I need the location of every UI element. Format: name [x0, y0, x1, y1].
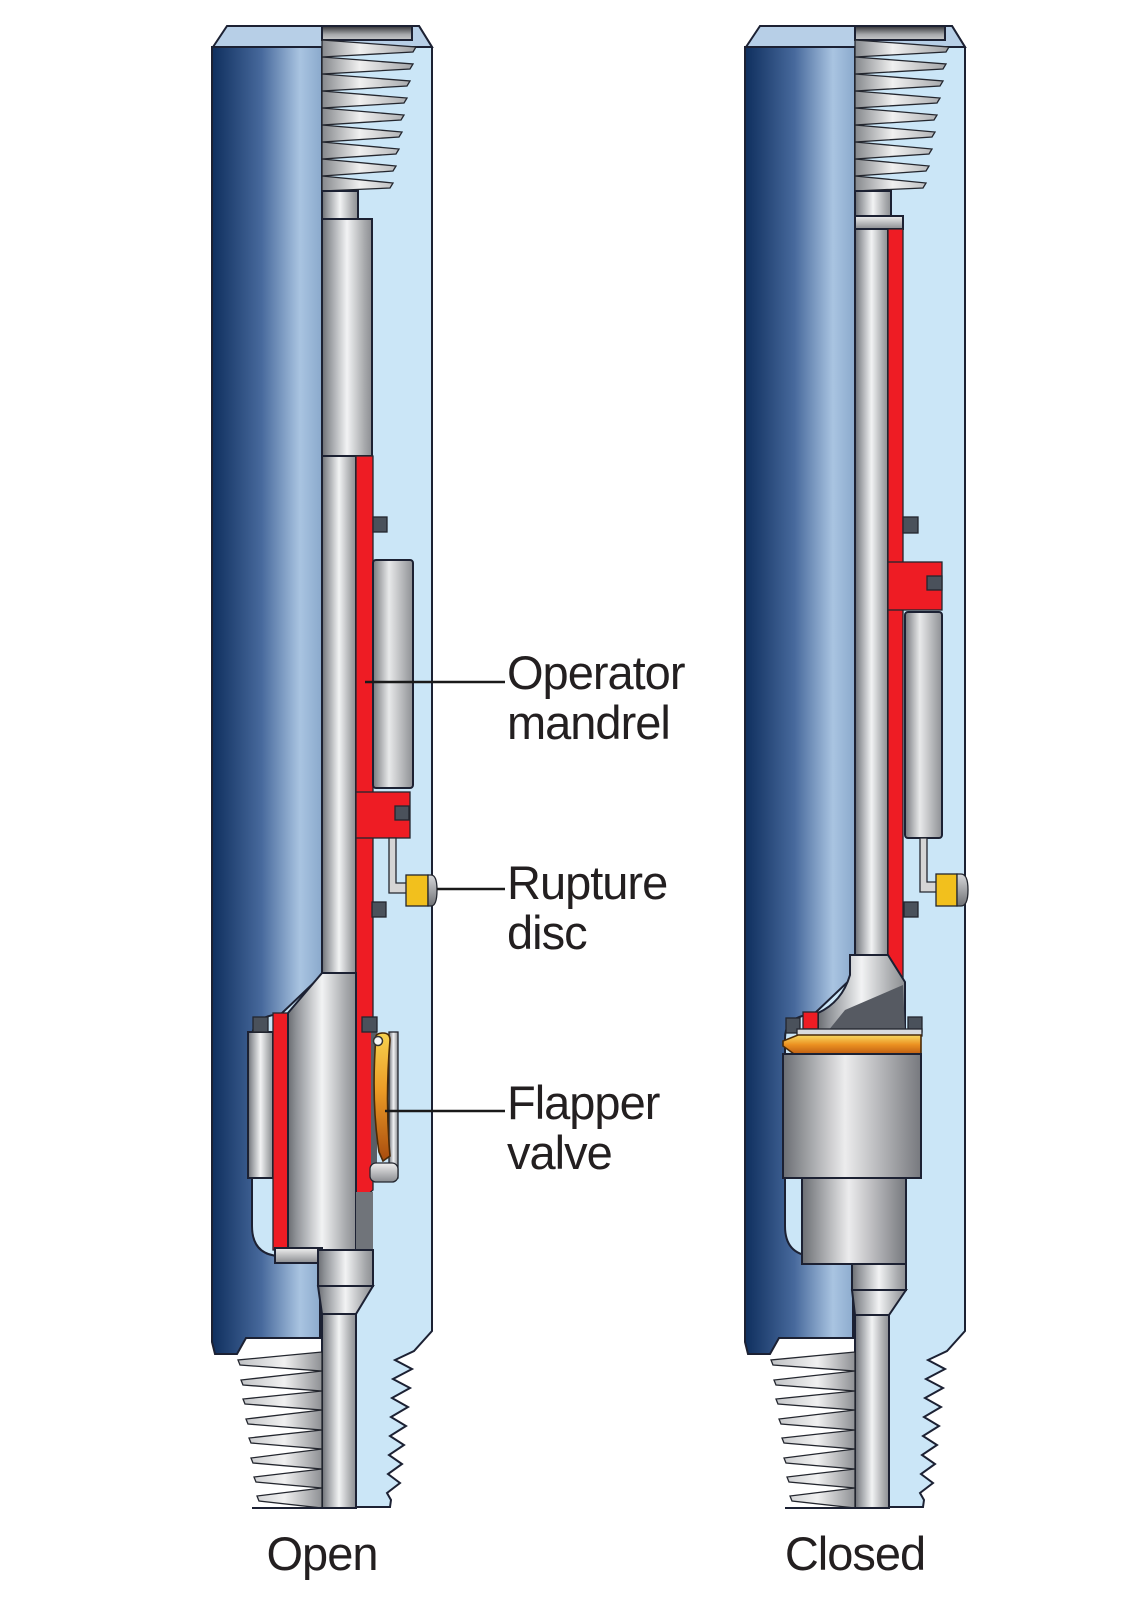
flapper-closed [782, 1034, 922, 1055]
set-screw-icon [252, 1016, 269, 1033]
label-flapper-valve-line2: valve [507, 1126, 613, 1179]
tool-open [211, 25, 438, 1509]
step-tube-closed [851, 1263, 907, 1291]
set-screw-icon [394, 805, 410, 821]
column-shadow-open [356, 1192, 373, 1250]
upper-tube-open [321, 218, 373, 457]
label-rupture-disc: Rupture disc [507, 856, 668, 959]
top-threads-open [321, 39, 418, 192]
rupture-disc-closed [935, 873, 958, 907]
set-screw-icon [372, 516, 388, 533]
operator-mandrel-red-lower-closed [802, 1011, 819, 1030]
bottom-threads-closed [770, 1351, 856, 1509]
flapper-housing-cylinder-closed [782, 1053, 922, 1179]
leader-lines [365, 680, 505, 1113]
skirt-shadow-closed [828, 985, 905, 1031]
bottom-tube-closed [854, 1314, 890, 1509]
upper-collar-closed [854, 215, 904, 230]
center-column-open [287, 972, 357, 1251]
label-flapper-valve: Flapper valve [507, 1076, 660, 1179]
flapper-housing-left-open [247, 1031, 274, 1179]
lower-collar-open [274, 1247, 323, 1264]
top-threads-closed [854, 39, 951, 192]
tool-closed [744, 25, 969, 1509]
flapper-open [373, 1032, 391, 1163]
caption-closed: Closed [784, 1527, 926, 1580]
label-rupture-disc-line2: disc [507, 906, 588, 959]
label-operator-mandrel: Operator mandrel [507, 646, 685, 749]
set-screw-icon [926, 575, 943, 591]
bottom-tube-open [321, 1313, 357, 1509]
label-operator-mandrel-line1: Operator [507, 646, 685, 699]
lower-cylinder-closed [801, 1177, 907, 1265]
mandrel-tube-open [321, 455, 357, 974]
rupture-disc-cap-closed [956, 873, 969, 907]
operator-mandrel-sleeve-closed [904, 611, 943, 839]
label-flapper-valve-line1: Flapper [507, 1076, 660, 1129]
set-screw-icon [361, 1016, 378, 1033]
label-rupture-disc-line1: Rupture [507, 856, 668, 909]
operator-mandrel-sleeve-open [372, 559, 414, 789]
bottom-threads-open [237, 1351, 323, 1509]
label-operator-mandrel-line2: mandrel [507, 696, 671, 749]
column-foot-open [317, 1249, 374, 1287]
pin-neck-closed [854, 190, 892, 217]
set-screw-icon [371, 901, 387, 918]
mandrel-tube-closed [854, 228, 889, 996]
pin-neck-open [321, 190, 359, 220]
flapper-seat-shoe-open [369, 1162, 399, 1183]
pin-top-open [321, 25, 413, 41]
operator-mandrel-red-lower-open [272, 1012, 289, 1251]
caption-open: Open [266, 1527, 379, 1580]
pin-top-closed [854, 25, 946, 41]
flapper-hinge-pin-icon [372, 1035, 384, 1047]
set-screw-icon [902, 516, 919, 534]
rupture-disc-open [405, 874, 429, 907]
rupture-disc-cap-open [427, 874, 438, 907]
set-screw-icon [903, 901, 919, 918]
